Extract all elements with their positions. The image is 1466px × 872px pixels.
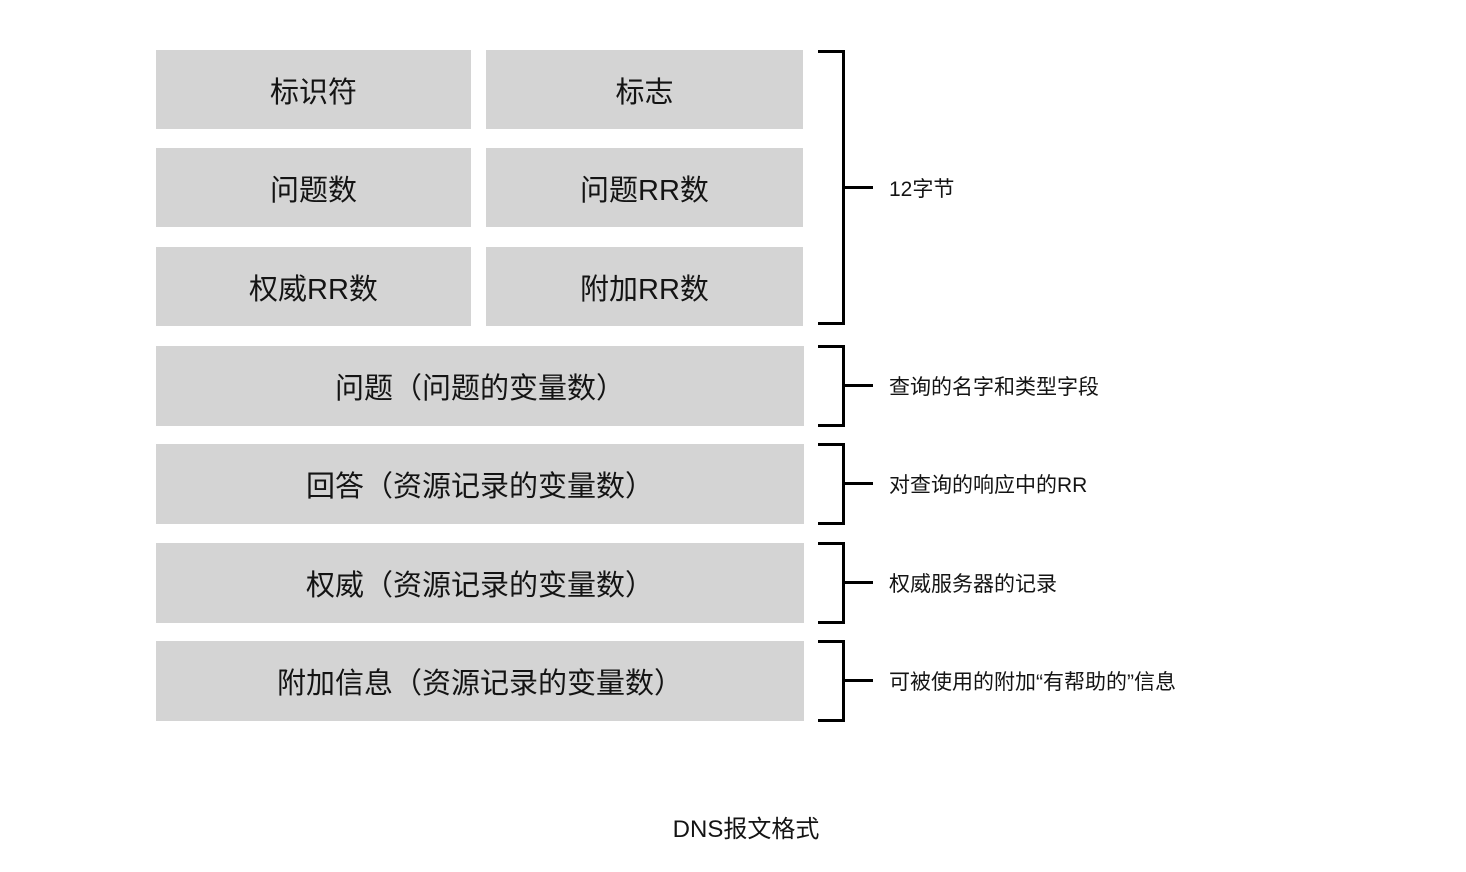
additional-brace-tick [845,679,873,682]
header-brace [818,50,845,325]
authority-annotation: 权威服务器的记录 [889,573,1057,596]
header-brace-label: 12字节 [889,178,955,201]
authority-brace [818,542,845,624]
field-box-flags: 标志 [486,50,803,129]
field-box-additional-rr-count: 附加RR数 [486,247,803,326]
diagram-caption: DNS报文格式 [672,816,820,843]
field-box-question-count: 问题数 [156,148,471,227]
authority-brace-tick [845,581,873,584]
additional-brace [818,640,845,722]
section-box-additional: 附加信息（资源记录的变量数） [156,641,804,721]
section-box-authority: 权威（资源记录的变量数） [156,543,804,623]
question-brace [818,345,845,427]
additional-annotation: 可被使用的附加“有帮助的”信息 [889,671,1176,694]
answer-brace-tick [845,482,873,485]
section-box-question: 问题（问题的变量数） [156,346,804,426]
field-box-answer-rr-count: 问题RR数 [486,148,803,227]
section-box-answer: 回答（资源记录的变量数） [156,444,804,524]
question-annotation: 查询的名字和类型字段 [889,376,1099,399]
field-box-authority-rr-count: 权威RR数 [156,247,471,326]
header-brace-tick [845,186,873,189]
field-box-identifier: 标识符 [156,50,471,129]
question-brace-tick [845,384,873,387]
answer-brace [818,443,845,525]
answer-annotation: 对查询的响应中的RR [889,474,1088,497]
